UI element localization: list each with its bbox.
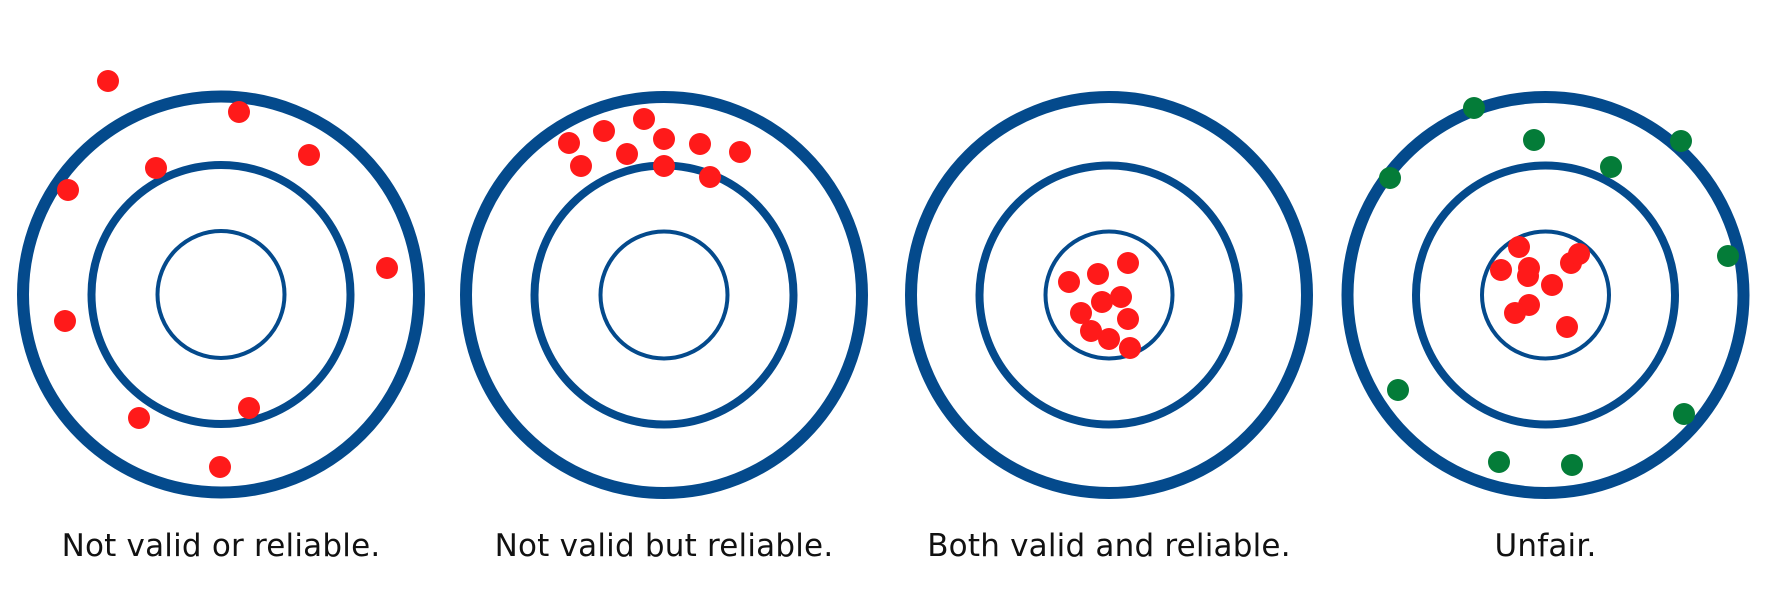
green-hit-dot <box>1717 245 1739 267</box>
red-hit-dot <box>1070 302 1092 324</box>
red-hit-dot <box>699 166 721 188</box>
red-hit-dot <box>1119 337 1141 359</box>
red-hit-dot <box>689 133 711 155</box>
label-not-valid-or-reliable: Not valid or reliable. <box>61 528 381 564</box>
red-hit-dot <box>1517 265 1539 287</box>
outer-ring <box>17 90 425 499</box>
green-hit-dot <box>1561 454 1583 476</box>
red-hit-dot <box>1504 302 1526 324</box>
red-hit-dot <box>1117 252 1139 274</box>
red-hit-dot <box>228 101 250 123</box>
red-hit-dot <box>593 120 615 142</box>
red-hit-dot <box>1058 271 1080 293</box>
red-hit-dot <box>128 407 150 429</box>
red-hit-dot <box>729 141 751 163</box>
red-hit-dot <box>97 70 119 92</box>
inner-ring <box>598 229 730 361</box>
red-hit-dot <box>376 257 398 279</box>
inner-ring <box>1043 229 1175 361</box>
red-hit-dot <box>1568 243 1590 265</box>
red-hit-dot <box>1098 328 1120 350</box>
red-hit-dot <box>1490 259 1512 281</box>
outer-ring <box>460 91 868 499</box>
green-hit-dot <box>1488 451 1510 473</box>
label-unfair: Unfair. <box>1494 528 1597 564</box>
red-hit-dot <box>1091 291 1113 313</box>
red-hit-dot <box>54 310 76 332</box>
red-hit-dot <box>1508 236 1530 258</box>
red-hit-dot <box>633 108 655 130</box>
outer-ring <box>905 91 1313 499</box>
red-hit-dot <box>1087 263 1109 285</box>
target-4 <box>1341 91 1750 499</box>
middle-ring <box>975 161 1243 429</box>
middle-ring <box>87 161 355 428</box>
label-both-valid-and-reliable: Both valid and reliable. <box>927 528 1291 564</box>
red-hit-dot <box>653 155 675 177</box>
red-hit-dot <box>653 128 675 150</box>
red-hit-dot <box>1080 320 1102 342</box>
red-hit-dot <box>209 456 231 478</box>
green-hit-dot <box>1600 156 1622 178</box>
red-hit-dot <box>238 397 260 419</box>
green-hit-dot <box>1387 379 1409 401</box>
target-1 <box>17 70 425 499</box>
target-2 <box>460 91 868 499</box>
red-hit-dot <box>145 157 167 179</box>
red-hit-dot <box>1541 274 1563 296</box>
green-hit-dot <box>1523 129 1545 151</box>
red-hit-dot <box>1110 286 1132 308</box>
green-hit-dot <box>1379 167 1401 189</box>
red-hit-dot <box>1117 308 1139 330</box>
middle-ring <box>530 161 798 429</box>
target-3 <box>905 91 1313 499</box>
outer-ring <box>1341 91 1750 499</box>
red-hit-dot <box>57 179 79 201</box>
label-not-valid-but-reliable: Not valid but reliable. <box>494 528 834 564</box>
red-hit-dot <box>616 143 638 165</box>
inner-ring <box>1480 229 1611 361</box>
red-hit-dot <box>558 132 580 154</box>
red-hit-dot <box>570 155 592 177</box>
green-hit-dot <box>1673 403 1695 425</box>
green-hit-dot <box>1463 97 1485 119</box>
red-hit-dot <box>1556 316 1578 338</box>
inner-ring <box>155 229 287 360</box>
green-hit-dot <box>1670 130 1692 152</box>
middle-ring <box>1412 161 1679 429</box>
red-hit-dot <box>298 144 320 166</box>
